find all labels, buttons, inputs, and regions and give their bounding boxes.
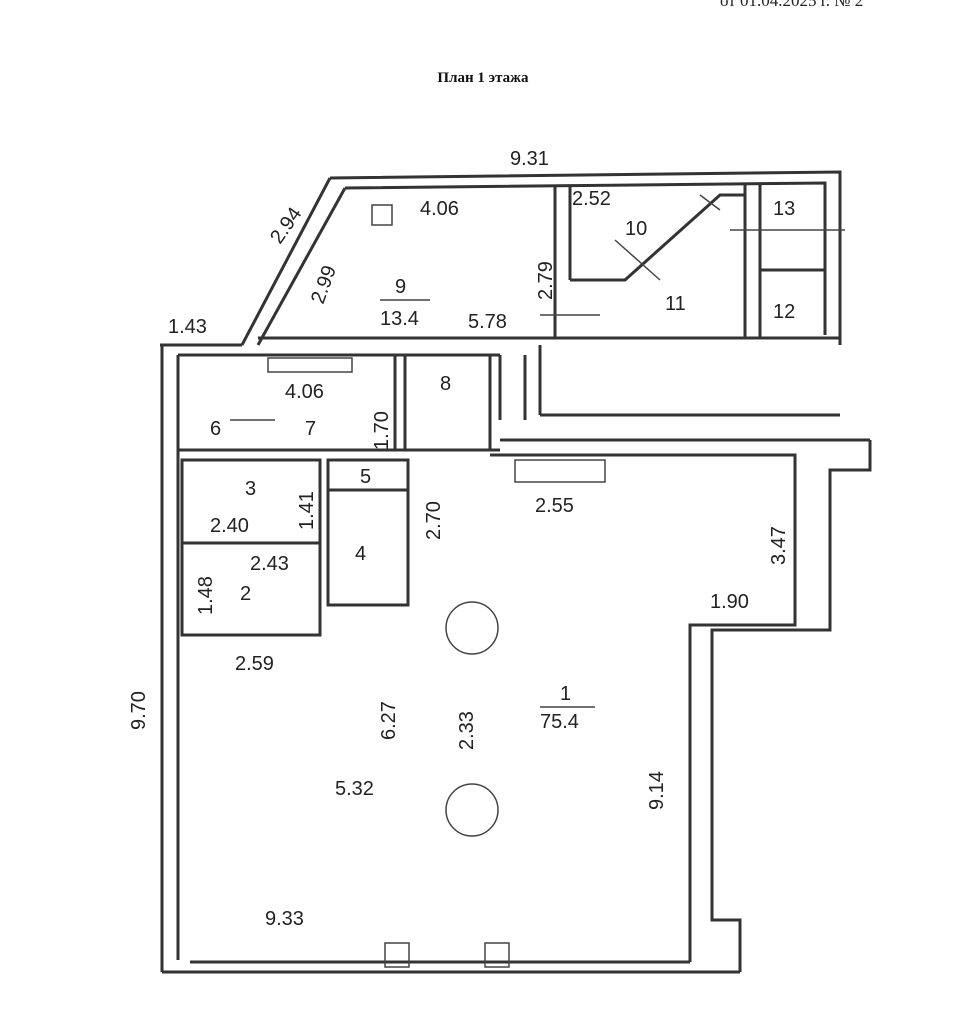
wall-line: [256, 187, 347, 346]
dimension-label: 9.31: [510, 148, 549, 170]
dimension-label: 2.59: [235, 653, 274, 675]
dimension-label: 1.70: [371, 411, 393, 450]
wall-line: [710, 440, 872, 972]
wall-line: [614, 239, 661, 281]
room-8-number: 8: [440, 373, 451, 395]
room-10-number: 10: [625, 218, 647, 240]
wall-line: [570, 193, 745, 282]
wall-line: [484, 942, 510, 968]
room-labels: 1 75.4 2 3 4 5 6 7 8 9 13.4 10 11 12 13: [210, 198, 795, 733]
wall-line: [240, 177, 332, 346]
dimension-label: 6.27: [378, 701, 400, 740]
dimension-label: 2.79: [535, 261, 557, 300]
room-1-area: 75.4: [540, 711, 579, 733]
dimension-label: 5.78: [468, 311, 507, 333]
room-9-number: 9: [395, 276, 406, 298]
wall-line: [445, 783, 499, 837]
dimension-label: 9.70: [128, 691, 150, 730]
document-reference: от 01.04.2025 г. № 2: [720, 0, 864, 10]
wall-line: [371, 204, 393, 226]
dimension-label: 1.48: [195, 576, 217, 615]
room-2-number: 2: [240, 583, 251, 605]
room-1-number: 1: [560, 683, 571, 705]
dimension-label: 1.90: [710, 591, 749, 613]
dimension-label: 9.14: [646, 771, 668, 810]
dimension-label: 1.43: [168, 316, 207, 338]
room-4-number: 4: [355, 543, 366, 565]
wall-line: [326, 458, 410, 607]
dimension-label: 2.33: [456, 711, 478, 750]
dimension-label: 3.47: [768, 526, 790, 565]
dimension-label: 4.06: [420, 198, 459, 220]
dimension-label: 2.70: [423, 501, 445, 540]
wall-line: [344, 181, 827, 335]
wall-line: [267, 357, 353, 373]
wall-line: [490, 453, 797, 962]
room-5-number: 5: [360, 466, 371, 488]
dimension-label: 2.40: [210, 515, 249, 537]
wall-line: [514, 459, 606, 483]
room-13-number: 13: [773, 198, 795, 220]
room-9-area: 13.4: [380, 308, 419, 330]
room-7-number: 7: [305, 418, 316, 440]
dimension-labels: 9.31 2.94 4.06 2.52 2.99 2.79 1.43 5.78 …: [128, 148, 790, 930]
dimension-label: 4.06: [285, 381, 324, 403]
dimension-label: 2.55: [535, 495, 574, 517]
dimension-label: 5.32: [335, 778, 374, 800]
wall-line: [329, 170, 842, 345]
dimension-label: 2.94: [266, 203, 306, 248]
room-6-number: 6: [210, 418, 221, 440]
dimension-label: 2.43: [250, 553, 289, 575]
room-3-number: 3: [245, 478, 256, 500]
wall-line: [445, 601, 499, 655]
room-11-number: 11: [665, 293, 686, 315]
walls: [160, 170, 872, 974]
plan-title: План 1 этажа: [437, 70, 529, 86]
wall-line: [384, 942, 410, 968]
dimension-label: 2.99: [307, 263, 341, 307]
dimension-label: 2.52: [572, 188, 611, 210]
room-12-number: 12: [773, 301, 795, 323]
dimension-label: 1.41: [296, 491, 318, 530]
wall-line: [180, 458, 322, 637]
wall-line: [699, 194, 721, 211]
dimension-label: 9.33: [265, 908, 304, 930]
